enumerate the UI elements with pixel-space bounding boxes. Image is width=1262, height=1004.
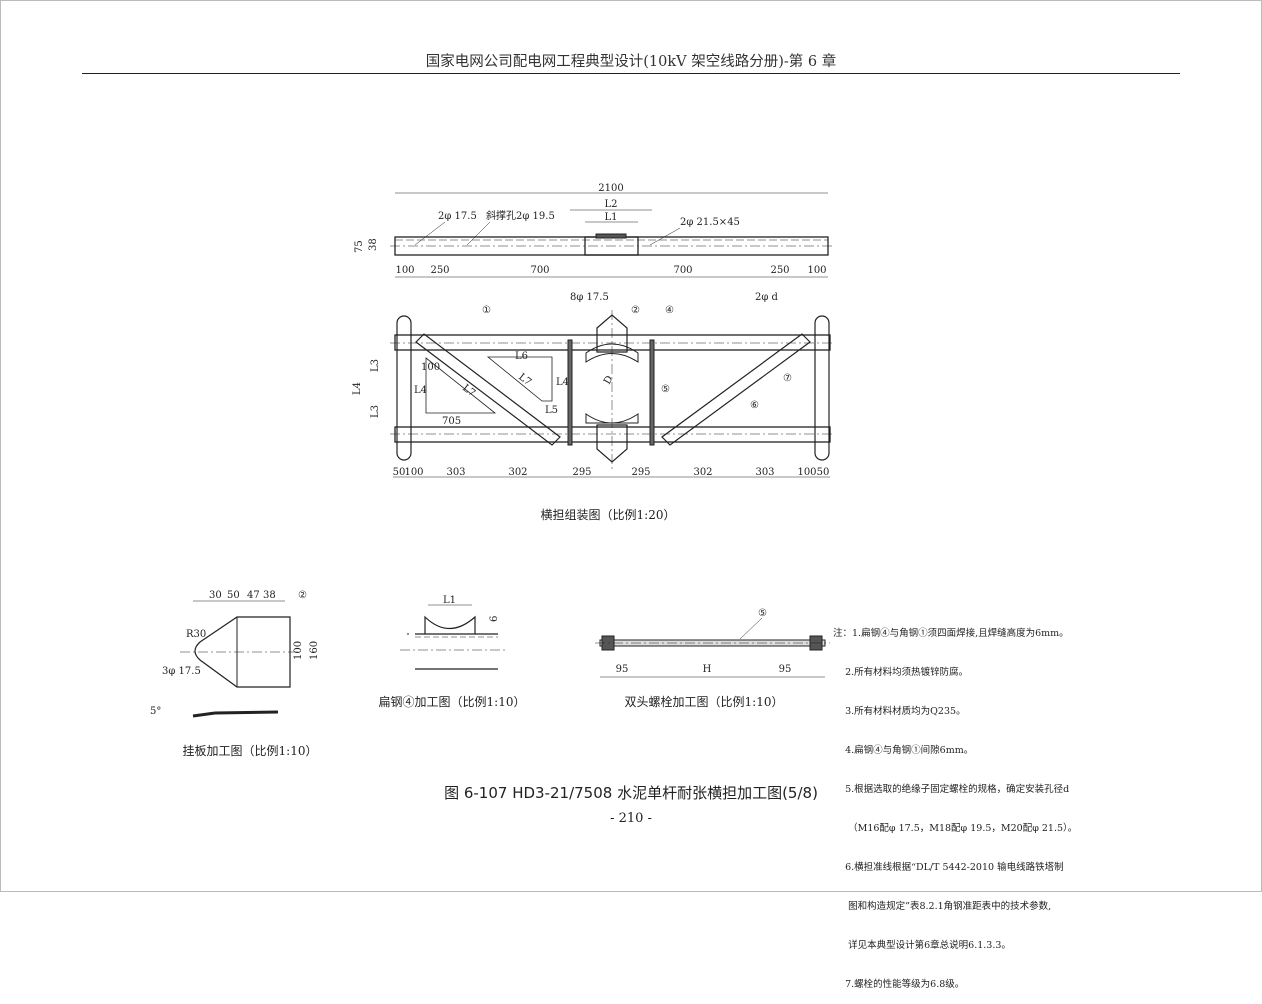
dim-bottom: 295 — [572, 467, 591, 478]
tri1-b: L4 — [414, 385, 427, 396]
dim-bottom: 295 — [631, 467, 650, 478]
plate-dim: 38 — [263, 590, 276, 601]
plate-angle: 5° — [150, 706, 161, 717]
dim-bottom: 100 — [395, 265, 414, 276]
assembly-caption: 横担组装图（比例1:20） — [541, 508, 676, 522]
bolt-callout: ⑤ — [758, 608, 767, 619]
note-line: 2.所有材料均须热镀锌防腐。 — [833, 667, 969, 678]
figure-title: 图 6-107 HD3-21/7508 水泥单杆耐张横担加工图(5/8) — [444, 784, 818, 802]
dim-bottom: 100 — [797, 467, 816, 478]
note-line: 详见本典型设计第6章总说明6.1.3.3。 — [833, 940, 1011, 951]
plate-dim: 50 — [227, 590, 240, 601]
note-line: 5.根据选取的绝缘子固定螺栓的规格，确定安装孔径d — [833, 784, 1070, 795]
callout-1: ① — [482, 305, 491, 316]
dim-bottom: 700 — [530, 265, 549, 276]
note-line: （M16配φ 17.5，M18配φ 19.5，M20配φ 21.5）。 — [833, 823, 1078, 834]
callout-7: ⑦ — [783, 373, 792, 384]
note-line: 4.扁钢④与角钢①间隙6mm。 — [833, 745, 974, 756]
engineering-drawing: 2100 L2 L1 2φ 17.5 斜撑孔2φ 19.5 2φ 21.5×45… — [150, 183, 834, 758]
plate-callout: ② — [298, 590, 307, 601]
plate-radius: R30 — [186, 629, 206, 640]
dim-bottom: 50 — [817, 467, 830, 478]
bolt-dim: H — [703, 664, 712, 675]
tri2-a: L6 — [515, 351, 528, 362]
dim-bottom: 50 — [393, 467, 406, 478]
note-line: 注：1.扁钢④与角钢①须四面焊接,且焊缝高度为6mm。 — [833, 628, 1069, 639]
tri1-a: 100 — [421, 362, 440, 373]
diameter-d: D — [602, 374, 616, 386]
crossarm-top-view: 2100 L2 L1 2φ 17.5 斜撑孔2φ 19.5 2φ 21.5×45… — [354, 183, 832, 278]
dim-bottom: 250 — [430, 265, 449, 276]
flatbar-caption: 扁钢④加工图（比例1:10） — [379, 695, 526, 709]
hole-label-1: 2φ 17.5 — [438, 211, 477, 222]
dim-bottom: 303 — [755, 467, 774, 478]
double-end-bolt-detail: ⑤ 95 H 95 双头螺栓加工图（比例1:10） — [595, 608, 830, 709]
plate-dim: 47 — [247, 590, 260, 601]
tri2-c: L4 — [556, 377, 569, 388]
dim-bottom: 302 — [508, 467, 527, 478]
dim-l3: L3 — [370, 359, 381, 372]
dim-bottom: 303 — [446, 467, 465, 478]
holes-8: 8φ 17.5 — [570, 292, 609, 303]
dim-bottom: 100 — [807, 265, 826, 276]
header-rule — [82, 73, 1180, 74]
hole-label-3: 2φ 21.5×45 — [680, 217, 740, 228]
tri2-d: L5 — [545, 405, 558, 416]
callout-2: ② — [631, 305, 640, 316]
plate-holes: 3φ 17.5 — [162, 666, 201, 677]
flat-bar-detail: L1 6 扁钢④加工图（比例1:10） — [379, 595, 526, 709]
dim-bottom: 250 — [770, 265, 789, 276]
bolt-dim: 95 — [616, 664, 629, 675]
note-line: 图和构造规定”表8.2.1角钢准距表中的技术参数, — [833, 901, 1052, 912]
dim-total: 2100 — [598, 183, 623, 194]
page-header: 国家电网公司配电网工程典型设计(10kV 架空线路分册)-第 6 章 — [425, 54, 837, 70]
crossarm-assembly: ① ② ④ ⑤ ⑥ ⑦ 8φ 17.5 2φ d L3 L3 L4 100 L4… — [352, 292, 834, 522]
dim-bottom: 302 — [693, 467, 712, 478]
plate-caption: 挂板加工图（比例1:10） — [183, 744, 318, 758]
holes-d: 2φ d — [755, 292, 779, 303]
flatbar-thickness: 6 — [489, 616, 500, 622]
tri2-b: L7 — [516, 372, 533, 389]
hanging-plate-detail: 30 50 47 38 ② R30 3φ 17.5 100 160 5° 挂板加… — [150, 590, 320, 758]
plate-dim: 30 — [209, 590, 222, 601]
flatbar-l1: L1 — [443, 595, 456, 606]
callout-6: ⑥ — [750, 400, 759, 411]
dim-bottom: 700 — [673, 265, 692, 276]
callout-4: ④ — [665, 305, 674, 316]
page-number: - 210 - — [610, 811, 652, 826]
bolt-dim: 95 — [779, 664, 792, 675]
bolt-caption: 双头螺栓加工图（比例1:10） — [625, 694, 784, 709]
dim-l2: L2 — [604, 199, 617, 210]
note-line: 7.螺栓的性能等级为6.8级。 — [833, 979, 965, 990]
note-line: 3.所有材料材质均为Q235。 — [833, 706, 966, 717]
dim-l4: L4 — [352, 382, 363, 395]
dim-l1: L1 — [604, 212, 617, 223]
note-line: 6.横担准线根据“DL/T 5442-2010 输电线路铁塔制 — [833, 862, 1064, 873]
dim-bottom: 100 — [404, 467, 423, 478]
plate-dim-100: 100 — [293, 641, 304, 660]
dim-l3: L3 — [370, 405, 381, 418]
plate-dim-160: 160 — [309, 641, 320, 660]
tri1-d: 705 — [442, 416, 461, 427]
dim-75: 75 — [354, 240, 365, 253]
hole-label-2: 斜撑孔2φ 19.5 — [486, 209, 555, 222]
dim-38: 38 — [368, 238, 379, 251]
callout-5: ⑤ — [661, 384, 670, 395]
